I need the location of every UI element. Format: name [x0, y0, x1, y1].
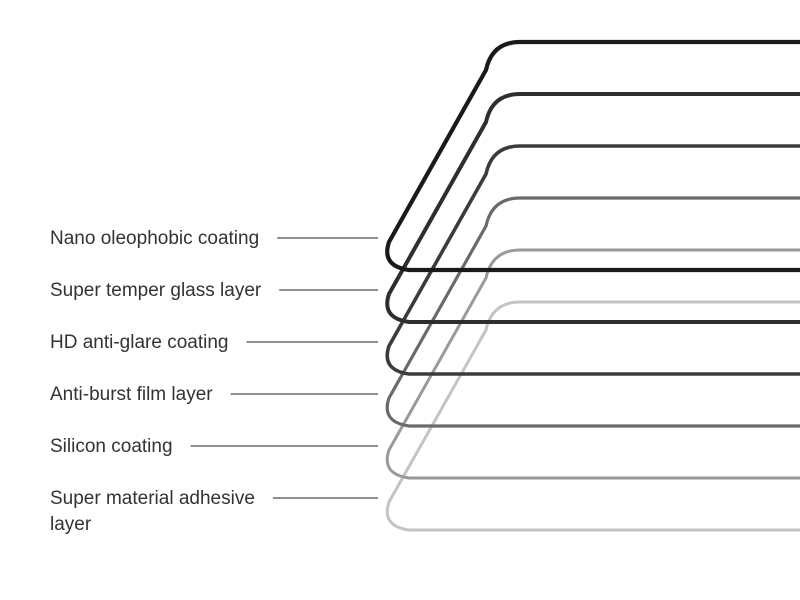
layer-label-2-line-1: Super temper glass layer	[50, 280, 262, 301]
layer-label-1: Nano oleophobic coating	[50, 228, 259, 249]
layer-outline-5	[385, 248, 800, 480]
layer-label-4: Anti-burst film layer	[50, 384, 213, 405]
layer-shapes	[385, 39, 800, 532]
layer-outline-3	[385, 144, 800, 376]
layer-label-6-line-2: layer	[50, 514, 92, 535]
layer-outline-2	[385, 92, 800, 324]
layer-label-5-line-1: Silicon coating	[50, 436, 173, 457]
layer-label-5: Silicon coating	[50, 436, 173, 457]
layer-outline-4	[385, 196, 800, 428]
layer-label-4-line-1: Anti-burst film layer	[50, 384, 213, 405]
layer-label-6-line-1: Super material adhesive	[50, 488, 255, 509]
layer-label-3: HD anti-glare coating	[50, 332, 228, 353]
layer-label-1-line-1: Nano oleophobic coating	[50, 228, 259, 249]
layer-label-6: Super material adhesive layer	[50, 488, 255, 535]
layer-outline-6	[385, 300, 800, 532]
layer-label-2: Super temper glass layer	[50, 280, 262, 301]
layer-label-3-line-1: HD anti-glare coating	[50, 332, 228, 353]
layer-outline-1	[385, 39, 800, 273]
